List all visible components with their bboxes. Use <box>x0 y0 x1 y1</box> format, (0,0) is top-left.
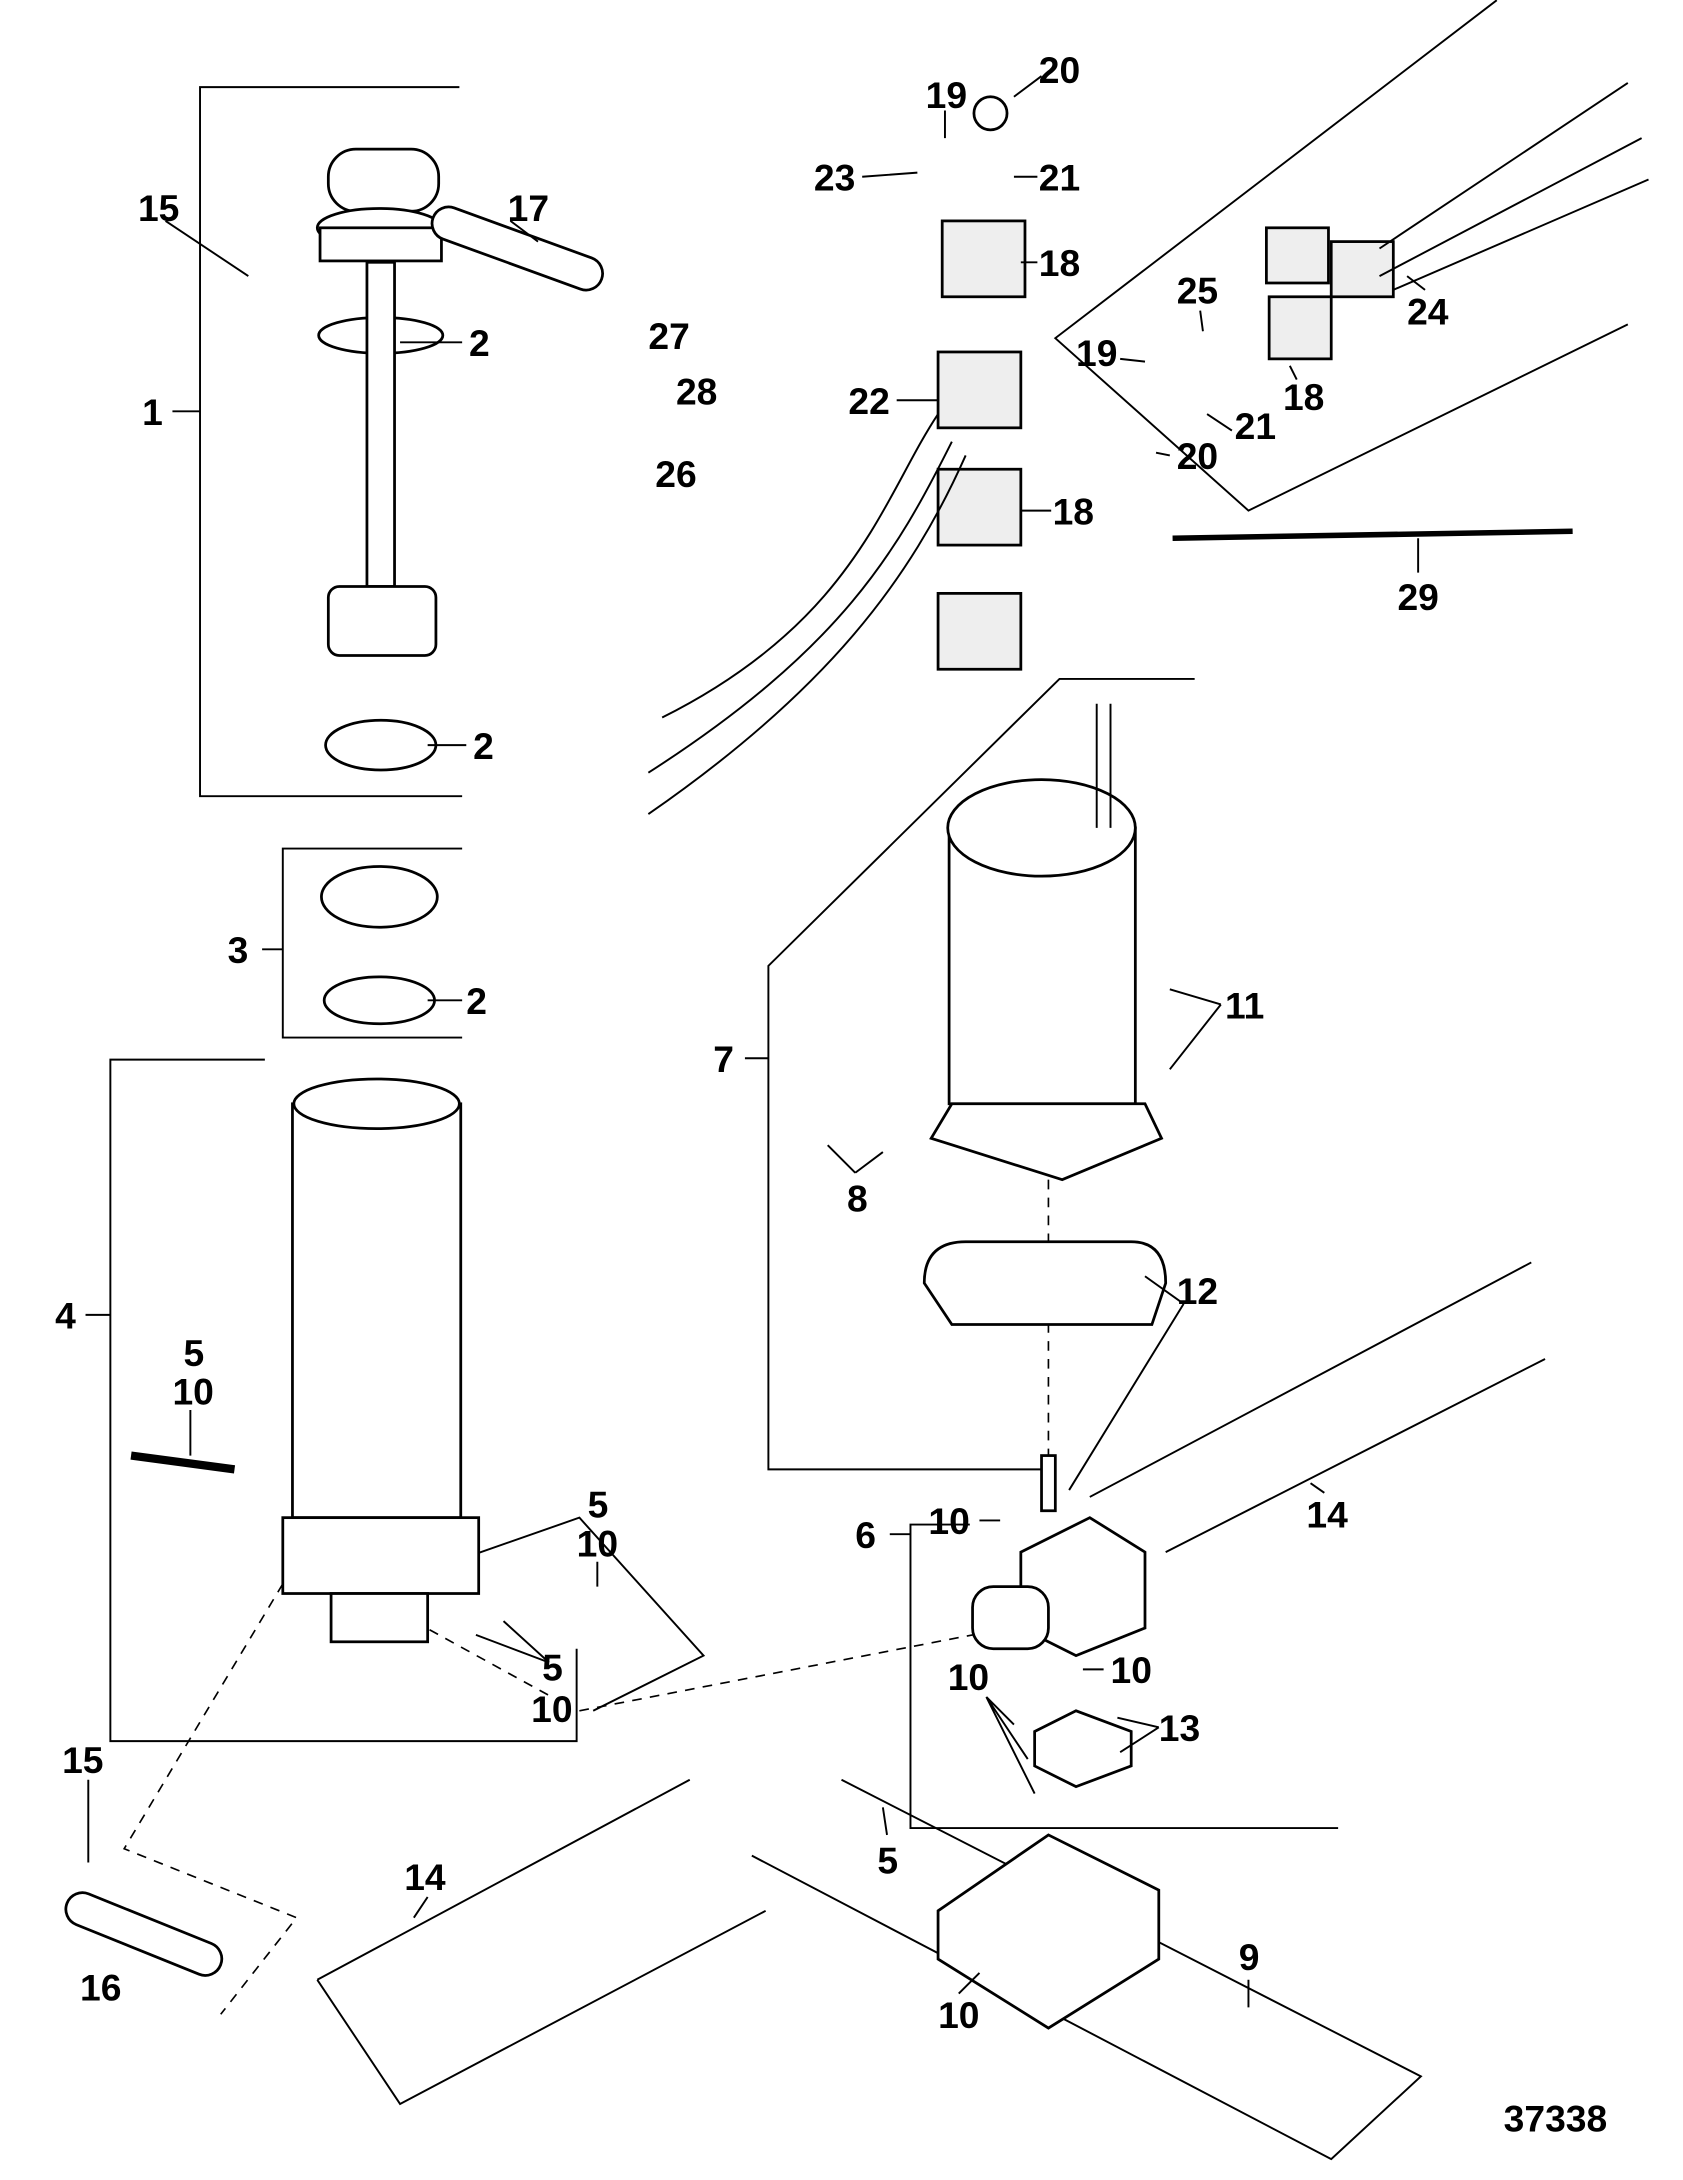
callout-27: 27 <box>648 315 689 357</box>
relays-harness <box>647 82 1649 815</box>
callout-4: 4 <box>55 1295 76 1337</box>
callout-24: 24 <box>1407 290 1449 332</box>
callout-20: 20 <box>1039 49 1080 91</box>
callout-14: 14 <box>404 1856 446 1898</box>
callout-7: 7 <box>713 1038 734 1080</box>
callout-8: 8 <box>847 1177 868 1219</box>
callout-1: 1 <box>142 391 163 433</box>
callout-15: 15 <box>138 187 179 229</box>
callout-21: 21 <box>1039 157 1080 199</box>
callout-18: 18 <box>1053 490 1094 532</box>
callout-10: 10 <box>577 1522 618 1564</box>
callouts: 15 17 2 1 27 28 26 2 3 2 4 5 10 5 10 5 1… <box>55 49 1607 2140</box>
callout-28: 28 <box>676 370 717 412</box>
callout-9: 9 <box>1239 1936 1260 1978</box>
callout-20: 20 <box>1177 435 1218 477</box>
callout-5: 5 <box>877 1840 898 1882</box>
callout-6: 6 <box>855 1514 876 1556</box>
callout-5: 5 <box>183 1332 204 1374</box>
callout-22: 22 <box>848 380 889 422</box>
callout-11: 11 <box>1225 984 1264 1026</box>
callout-5: 5 <box>542 1646 563 1688</box>
figure-number: 37338 <box>1504 2098 1608 2140</box>
callout-10: 10 <box>938 1994 979 2036</box>
callout-19: 19 <box>926 74 967 116</box>
manifold <box>936 1833 1161 2030</box>
callout-12: 12 <box>1177 1270 1218 1312</box>
callout-5: 5 <box>588 1484 609 1526</box>
callout-25: 25 <box>1177 270 1218 312</box>
leader-lines <box>85 75 1426 2008</box>
callout-14: 14 <box>1306 1493 1348 1535</box>
callout-16: 16 <box>80 1966 121 2008</box>
callout-15: 15 <box>62 1739 103 1781</box>
callout-21: 21 <box>1235 405 1276 447</box>
pin-17 <box>430 205 604 292</box>
callout-26: 26 <box>655 453 696 495</box>
pin-16 <box>64 1891 224 1977</box>
callout-2: 2 <box>466 980 487 1022</box>
callout-17: 17 <box>508 187 549 229</box>
callout-2: 2 <box>469 322 490 364</box>
callout-29: 29 <box>1397 576 1438 618</box>
callout-13: 13 <box>1159 1707 1200 1749</box>
callout-19: 19 <box>1076 332 1117 374</box>
callout-23: 23 <box>814 157 855 199</box>
trim-ram-assembly <box>315 147 445 772</box>
callout-10: 10 <box>1111 1649 1152 1691</box>
callout-10: 10 <box>172 1371 213 1413</box>
callout-10: 10 <box>531 1688 572 1730</box>
callout-3: 3 <box>228 929 249 971</box>
callout-18: 18 <box>1039 242 1080 284</box>
callout-18: 18 <box>1283 376 1324 418</box>
callout-10: 10 <box>928 1500 969 1542</box>
pump-motor <box>922 703 1168 1513</box>
pump-assembly <box>971 1516 1147 1789</box>
trim-cylinder <box>130 1077 481 1644</box>
callout-10: 10 <box>948 1656 989 1698</box>
callout-2: 2 <box>473 725 494 767</box>
piston-3 <box>320 865 439 1026</box>
